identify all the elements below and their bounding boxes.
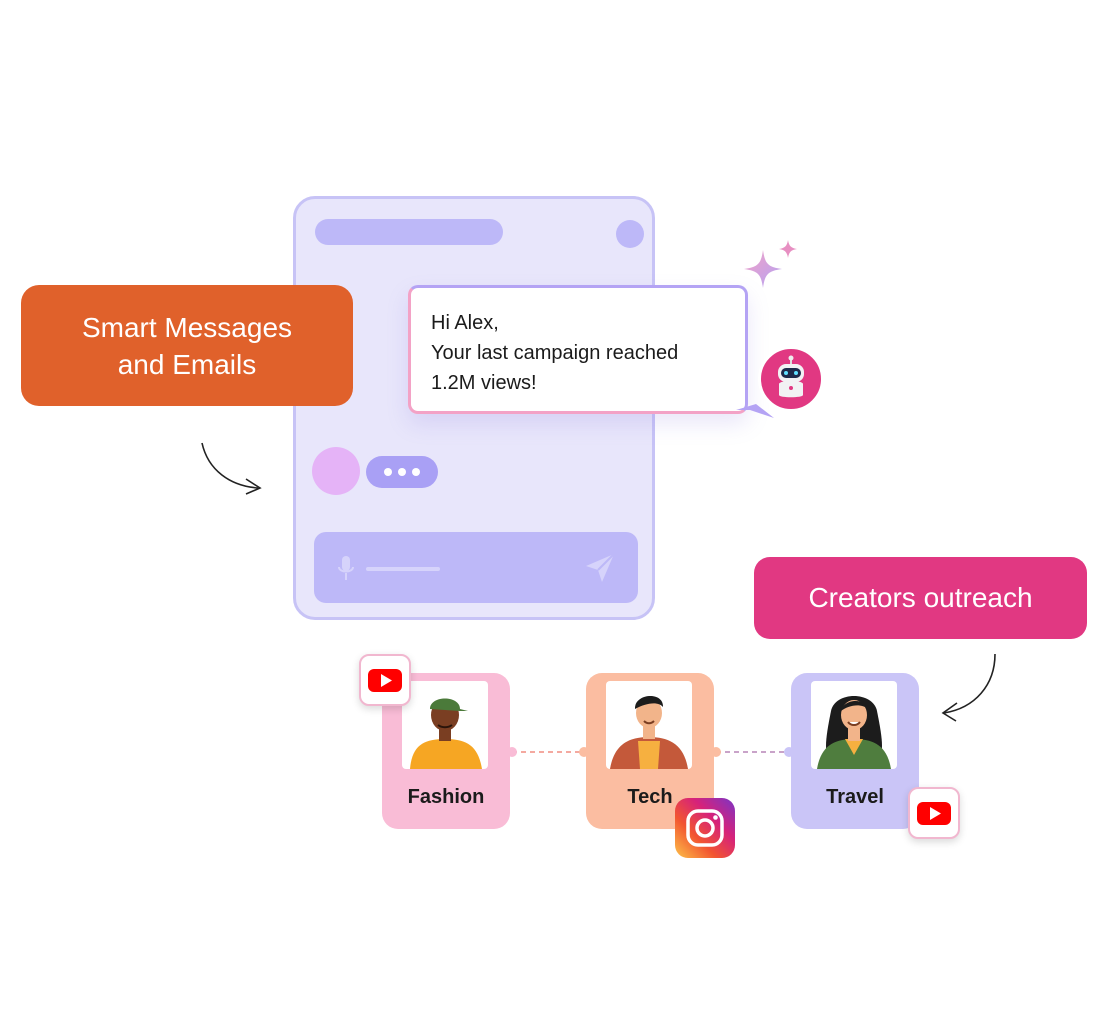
arrowhead-left-icon [245,478,262,495]
curved-arrow-right-icon [943,653,996,714]
send-icon [586,553,615,582]
creator-card-tech: Tech [586,673,714,829]
creators-label-text: Creators outreach [808,582,1033,613]
creator-name-travel: Travel [826,786,884,808]
robot-avatar [758,346,824,412]
arrowhead-right-icon [941,702,958,722]
message-input-bar [314,532,638,603]
youtube-icon [368,669,402,692]
creator-card-travel: Travel [791,673,919,829]
input-placeholder-line [366,567,440,571]
creator-avatar-fashion [402,681,488,769]
creator-card-fashion: Fashion [382,673,510,829]
creator-avatar-travel [811,681,897,769]
chat-header-dot [616,220,644,248]
smart-label-line-1: Smart Messages [81,311,293,343]
creator-name-fashion: Fashion [407,786,485,808]
message-text-line-2: 1.2M views! [431,372,537,394]
youtube-icon [917,802,951,825]
chat-header-bar [315,219,503,245]
avatar [312,447,360,495]
bubble-tail [736,404,774,418]
youtube-badge-travel [908,787,960,839]
creator-avatar-tech [606,681,692,769]
smart-messages-label: Smart Messages and Emails [21,285,353,406]
typing-indicator [366,456,438,488]
creators-outreach-label: Creators outreach [754,557,1087,639]
creator-name-tech: Tech [627,786,673,808]
curved-arrow-left-icon [201,442,259,489]
instagram-badge-tech [675,798,735,858]
smart-label-line-2: and Emails [117,348,257,380]
instagram-icon [675,798,735,858]
message-greeting: Hi Alex, [431,312,499,334]
youtube-badge-fashion [359,654,411,706]
mic-icon [338,556,354,580]
ai-message-bubble: Hi Alex, Your last campaign reached 1.2M… [408,285,748,414]
sparkle-icon [744,240,797,288]
robot-icon [778,355,804,398]
message-text-line-1: Your last campaign reached [431,342,679,364]
